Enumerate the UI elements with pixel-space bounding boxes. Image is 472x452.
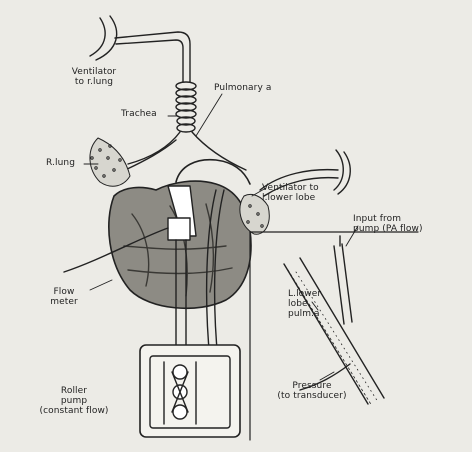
pulmonary-artery	[176, 160, 250, 184]
label-input-from-pump: Input from pump (PA flow)	[353, 214, 423, 234]
label-line: Input from	[353, 214, 423, 224]
ventilator-hose-right	[115, 32, 190, 82]
label-line: meter	[40, 297, 88, 307]
label-pressure: Pressure (to transducer)	[256, 381, 368, 401]
label-leader-flow	[90, 280, 112, 290]
ventilator-connector-right	[90, 18, 105, 56]
label-l-lower-lobe-pulm-a: L.lower lobe pulm.a	[288, 289, 321, 319]
label-roller-pump: Roller pump (constant flow)	[36, 386, 112, 416]
label-line: pulm.a	[288, 309, 321, 319]
label-leader-pulmonary	[196, 94, 222, 136]
roller-pump	[140, 345, 240, 437]
label-line: pump	[36, 396, 112, 406]
label-line: Flow	[40, 287, 88, 297]
inset-frame	[250, 232, 418, 440]
label-line: Ventilator to	[262, 183, 319, 193]
label-r-lung: R.lung	[46, 158, 75, 168]
label-line: Ventilator	[62, 67, 126, 77]
label-trachea: Trachea	[121, 109, 157, 119]
label-line: Roller	[36, 386, 112, 396]
label-line: to r.lung	[62, 77, 126, 87]
label-line: L.lower	[288, 289, 321, 299]
label-line: pump (PA flow)	[353, 224, 423, 234]
right-lung	[90, 138, 130, 186]
flow-meter-probe	[168, 218, 190, 240]
label-line: (constant flow)	[36, 406, 112, 416]
label-line: (to transducer)	[256, 391, 368, 401]
label-flow-meter: Flow meter	[40, 287, 88, 307]
label-line: lobe	[288, 299, 321, 309]
label-line: Pressure	[256, 381, 368, 391]
label-line: l.lower lobe	[262, 193, 319, 203]
label-ventilator-r-lung: Ventilator to r.lung	[62, 67, 126, 87]
right-bronchus	[128, 132, 246, 170]
label-pulmonary-a: Pulmonary a	[214, 83, 271, 93]
trachea-rings	[176, 82, 196, 132]
label-ventilator-l-lower-lobe: Ventilator to l.lower lobe	[262, 183, 319, 203]
